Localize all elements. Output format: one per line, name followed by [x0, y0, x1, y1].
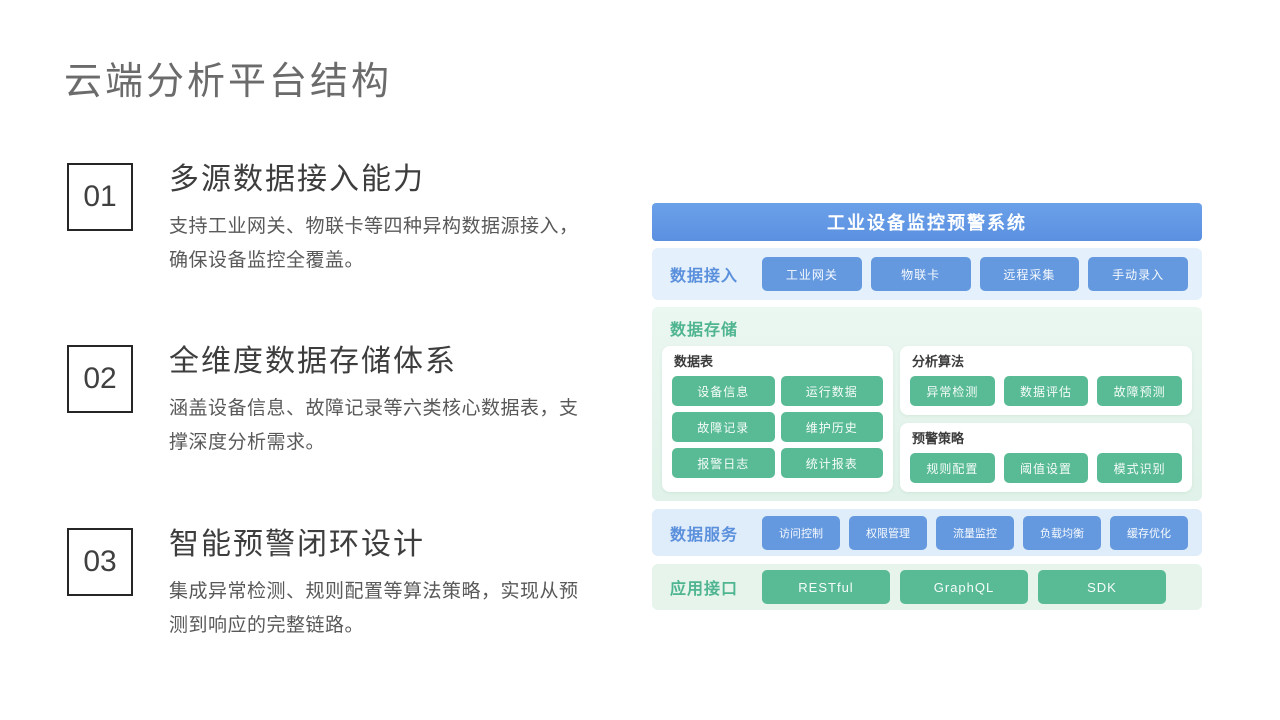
item-number-box: 02 [67, 345, 133, 413]
node-iot-card: 物联卡 [870, 257, 971, 291]
node-remote-collection: 远程采集 [979, 257, 1080, 291]
item-number: 01 [83, 180, 117, 213]
item-text: 全维度数据存储体系 涵盖设备信息、故障记录等六类核心数据表，支撑深度分析需求。 [169, 345, 589, 461]
node-access-control: 访问控制 [762, 515, 840, 550]
node-traffic-monitoring: 流量监控 [936, 515, 1014, 550]
item-number: 03 [83, 545, 117, 578]
item-number-box: 01 [67, 163, 133, 231]
node-fault-records: 故障记录 [672, 412, 775, 442]
item-body: 涵盖设备信息、故障记录等六类核心数据表，支撑深度分析需求。 [169, 397, 579, 454]
node-load-balancing: 负载均衡 [1023, 515, 1101, 550]
node-anomaly-detection: 异常检测 [910, 376, 995, 406]
list-item-2: 02 全维度数据存储体系 涵盖设备信息、故障记录等六类核心数据表，支撑深度分析需… [67, 345, 589, 461]
item-text: 多源数据接入能力 支持工业网关、物联卡等四种异构数据源接入，确保设备监控全覆盖。 [169, 163, 589, 279]
card-title: 数据表 [674, 354, 714, 369]
section-data-access: 数据接入 工业网关 物联卡 远程采集 手动录入 [652, 248, 1202, 300]
item-number-box: 03 [67, 528, 133, 596]
diagram-title-bar: 工业设备监控预警系统 [652, 203, 1202, 241]
section-label: 应用接口 [670, 581, 739, 598]
node-row: 访问控制 权限管理 流量监控 负载均衡 缓存优化 [762, 515, 1188, 550]
item-number: 02 [83, 362, 117, 395]
node-manual-entry: 手动录入 [1088, 257, 1188, 291]
node-device-info: 设备信息 [672, 376, 775, 406]
node-maintenance-history: 维护历史 [780, 412, 883, 442]
node-row: 工业网关 物联卡 远程采集 手动录入 [762, 257, 1188, 291]
section-label: 数据接入 [670, 268, 739, 285]
item-body: 支持工业网关、物联卡等四种异构数据源接入，确保设备监控全覆盖。 [169, 215, 579, 272]
item-heading: 智能预警闭环设计 [169, 528, 425, 561]
node-restful: RESTful [762, 570, 890, 604]
section-app-interface: 应用接口 RESTful GraphQL SDK [652, 564, 1202, 610]
list-item-3: 03 智能预警闭环设计 集成异常检测、规则配置等算法策略，实现从预测到响应的完整… [67, 528, 589, 644]
page-title: 云端分析平台结构 [64, 61, 393, 103]
node-data-evaluation: 数据评估 [1003, 376, 1089, 406]
node-rule-config: 规则配置 [910, 453, 995, 483]
node-graphql: GraphQL [900, 570, 1028, 604]
node-alarm-logs: 报警日志 [672, 448, 775, 478]
card-analysis-algorithms: 分析算法 异常检测 数据评估 故障预测 [900, 346, 1192, 415]
node-sdk: SDK [1038, 570, 1166, 604]
card-warning-strategy: 预警策略 规则配置 阈值设置 模式识别 [900, 423, 1192, 492]
section-data-service: 数据服务 访问控制 权限管理 流量监控 负载均衡 缓存优化 [652, 509, 1202, 556]
card-title: 分析算法 [912, 354, 965, 369]
node-fault-prediction: 故障预测 [1097, 376, 1182, 406]
section-data-storage: 数据存储 数据表 设备信息 运行数据 故障记录 维护历史 报警日志 统计报表 [652, 307, 1202, 501]
section-label: 数据服务 [670, 526, 739, 544]
storage-cards: 数据表 设备信息 运行数据 故障记录 维护历史 报警日志 统计报表 分析算法 [662, 346, 1192, 492]
section-label: 数据存储 [670, 322, 739, 339]
card-data-tables: 数据表 设备信息 运行数据 故障记录 维护历史 报警日志 统计报表 [662, 346, 893, 492]
node-statistic-reports: 统计报表 [780, 448, 883, 478]
node-run-data: 运行数据 [780, 376, 883, 406]
node-threshold-setting: 阈值设置 [1003, 453, 1089, 483]
storage-right-column: 分析算法 异常检测 数据评估 故障预测 预警策略 规则配置 阈值设置 模式识别 [900, 346, 1192, 492]
item-text: 智能预警闭环设计 集成异常检测、规则配置等算法策略，实现从预测到响应的完整链路。 [169, 528, 589, 644]
node-grid: 规则配置 阈值设置 模式识别 [910, 453, 1182, 483]
item-heading: 多源数据接入能力 [169, 163, 425, 196]
architecture-diagram: 工业设备监控预警系统 数据接入 工业网关 物联卡 远程采集 手动录入 数据存储 … [652, 203, 1202, 610]
node-grid: 异常检测 数据评估 故障预测 [910, 376, 1182, 406]
item-body: 集成异常检测、规则配置等算法策略，实现从预测到响应的完整链路。 [169, 580, 579, 637]
list-item-1: 01 多源数据接入能力 支持工业网关、物联卡等四种异构数据源接入，确保设备监控全… [67, 163, 589, 279]
node-pattern-recognition: 模式识别 [1097, 453, 1182, 483]
node-row: RESTful GraphQL SDK [762, 570, 1188, 604]
item-heading: 全维度数据存储体系 [169, 345, 457, 378]
node-cache-optimization: 缓存优化 [1110, 515, 1188, 550]
node-industrial-gateway: 工业网关 [762, 257, 862, 291]
node-grid: 设备信息 运行数据 故障记录 维护历史 报警日志 统计报表 [672, 376, 883, 478]
node-permission-management: 权限管理 [849, 515, 927, 550]
card-title: 预警策略 [912, 431, 965, 446]
